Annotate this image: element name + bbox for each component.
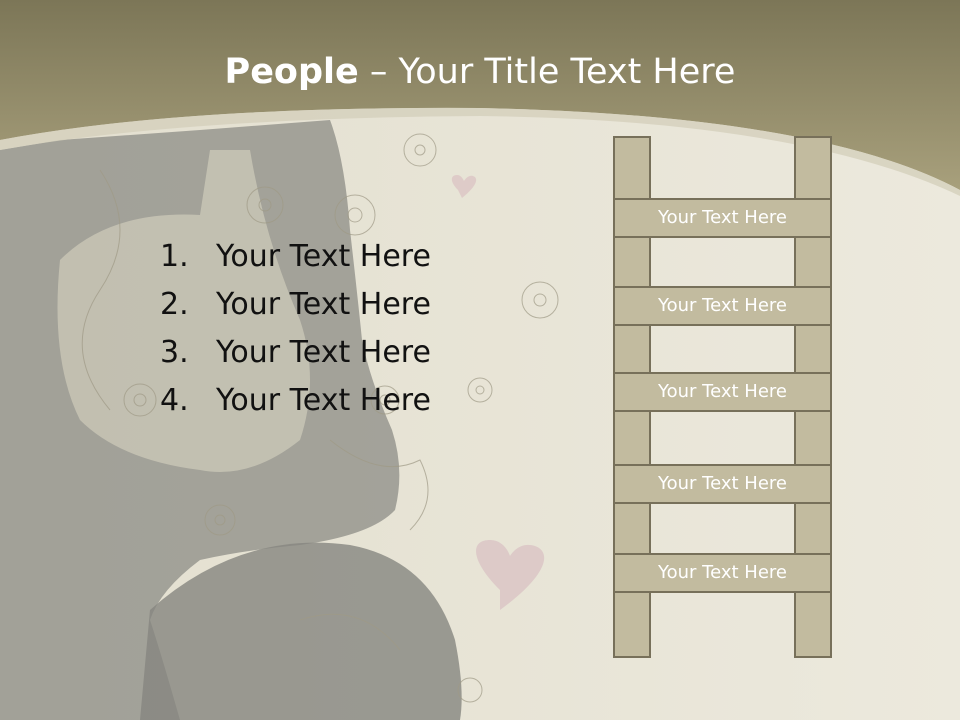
list-item-number: 3. xyxy=(160,335,189,370)
list-item-number: 1. xyxy=(160,239,189,274)
header-lower-curve xyxy=(0,107,960,196)
header-band xyxy=(0,0,960,190)
title-bold-part: People xyxy=(224,52,359,92)
title-rest-part: – Your Title Text Here xyxy=(358,52,736,92)
list-item: 2. Your Text Here xyxy=(160,281,431,329)
floral-decoration xyxy=(81,133,559,703)
slide-title: People – Your Title Text Here xyxy=(0,52,960,92)
list-item-text: Your Text Here xyxy=(216,335,431,370)
heart-shape xyxy=(476,540,545,610)
ladder-step-1: Your Text Here xyxy=(613,198,832,238)
ladder-step-4: Your Text Here xyxy=(613,464,832,504)
shoulder-silhouette xyxy=(140,542,462,720)
list-item: 4. Your Text Here xyxy=(160,377,431,425)
ladder-step-3: Your Text Here xyxy=(613,372,832,412)
ladder-step-5: Your Text Here xyxy=(613,553,832,593)
ladder-step-2: Your Text Here xyxy=(613,286,832,326)
list-item-text: Your Text Here xyxy=(216,383,431,418)
list-item-text: Your Text Here xyxy=(216,287,431,322)
list-item: 3. Your Text Here xyxy=(160,329,431,377)
list-item-number: 4. xyxy=(160,383,189,418)
numbered-list: 1. Your Text Here 2. Your Text Here 3. Your… xyxy=(160,233,431,425)
list-item-number: 2. xyxy=(160,287,189,322)
small-heart-shape xyxy=(451,175,477,198)
list-item: 1. Your Text Here xyxy=(160,233,431,281)
face-highlight xyxy=(57,150,310,472)
list-item-text: Your Text Here xyxy=(216,239,431,274)
